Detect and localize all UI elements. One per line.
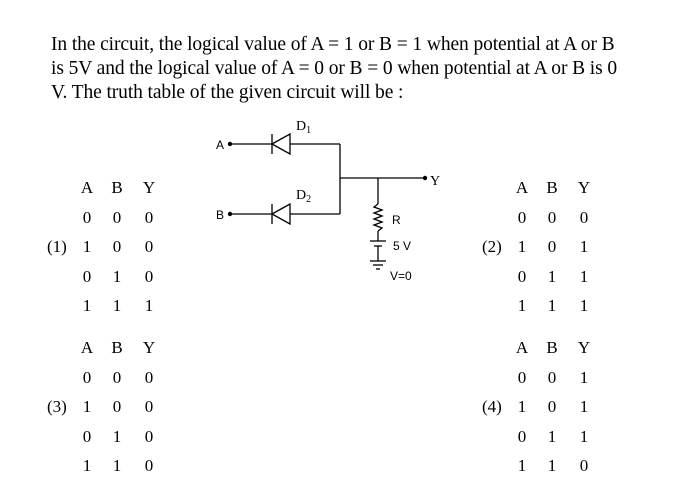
diode-circuit-diagram: A B Y D1 D2 R 5 V V=0 xyxy=(216,119,440,283)
option-3-label[interactable]: (3) xyxy=(47,397,67,416)
terminal-y-dot xyxy=(422,175,428,181)
option-2-label[interactable]: (2) xyxy=(482,237,502,256)
header-a: A xyxy=(80,338,94,357)
label-d1: D1 xyxy=(296,119,311,136)
header-y: Y xyxy=(142,178,156,197)
header-a: A xyxy=(515,178,529,197)
header-a: A xyxy=(515,338,529,357)
label-y: Y xyxy=(430,174,440,189)
resistor xyxy=(372,203,384,232)
header-b: B xyxy=(546,178,558,197)
diode-d1 xyxy=(270,132,291,156)
option-1-label[interactable]: (1) xyxy=(47,237,67,256)
label-5v: 5 V xyxy=(393,239,411,253)
label-d2: D2 xyxy=(296,188,311,205)
header-y: Y xyxy=(577,338,591,357)
diode-d2 xyxy=(270,202,291,226)
header-b: B xyxy=(111,178,123,197)
option-4-label[interactable]: (4) xyxy=(482,397,502,416)
header-y: Y xyxy=(577,178,591,197)
header-b: B xyxy=(111,338,123,357)
terminal-a-dot xyxy=(227,141,233,147)
label-a: A xyxy=(216,138,224,152)
label-r: R xyxy=(392,213,401,227)
header-b: B xyxy=(546,338,558,357)
header-y: Y xyxy=(142,338,156,357)
question-text: In the circuit, the logical value of A =… xyxy=(51,34,618,103)
label-b: B xyxy=(216,208,224,222)
header-a: A xyxy=(80,178,94,197)
label-ground: V=0 xyxy=(390,269,412,283)
terminal-b-dot xyxy=(227,211,233,217)
